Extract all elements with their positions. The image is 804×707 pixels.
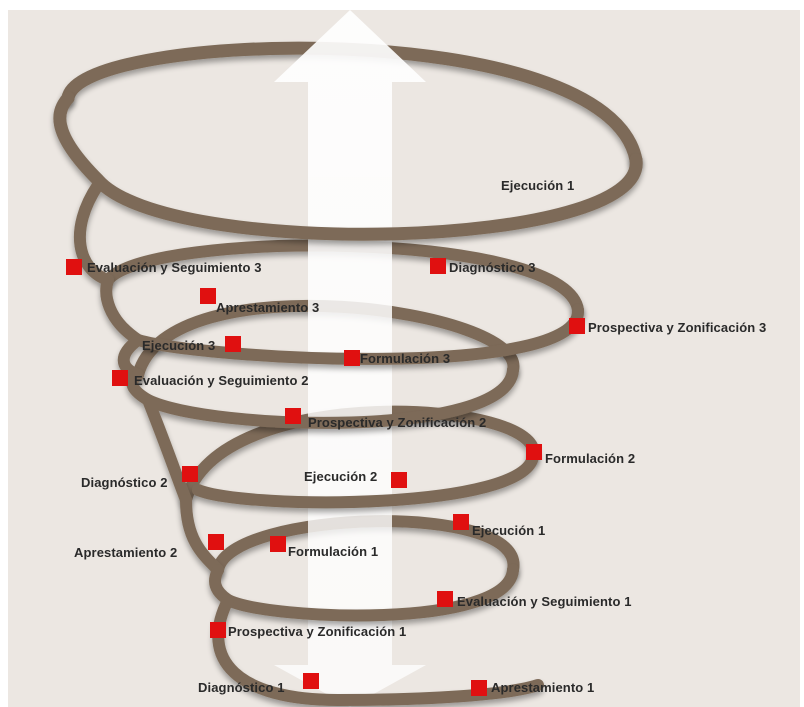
marker-prospectiva-3 (569, 318, 585, 334)
marker-diagnostico-3 (430, 258, 446, 274)
marker-diagnostico-1 (303, 673, 319, 689)
marker-evaluacion-1 (437, 591, 453, 607)
diagram-canvas: Ejecución 1 Evaluación y Seguimiento 3 D… (8, 10, 800, 707)
markers (66, 258, 585, 696)
label-ejecucion-1: Ejecución 1 (472, 523, 546, 538)
marker-diagnostico-2 (182, 466, 198, 482)
marker-apresta-1 (471, 680, 487, 696)
marker-ejecucion-3 (225, 336, 241, 352)
label-evaluacion-1: Evaluación y Seguimiento 1 (457, 594, 632, 609)
marker-ejecucion-1 (453, 514, 469, 530)
label-diagnostico-3: Diagnóstico 3 (449, 260, 536, 275)
label-evaluacion-3: Evaluación y Seguimiento 3 (87, 260, 262, 275)
label-formulacion-2: Formulación 2 (545, 451, 636, 466)
marker-evaluacion-2 (112, 370, 128, 386)
marker-prospectiva-2 (285, 408, 301, 424)
marker-formulacion-2 (526, 444, 542, 460)
spiral-diagram (53, 10, 643, 707)
marker-evaluacion-3 (66, 259, 82, 275)
marker-formulacion-1 (270, 536, 286, 552)
label-apresta-3: Aprestamiento 3 (216, 300, 320, 315)
label-ejecucion-3: Ejecución 3 (142, 338, 216, 353)
label-prospectiva-2: Prospectiva y Zonificación 2 (308, 415, 487, 430)
label-ejecucion-2: Ejecución 2 (304, 469, 378, 484)
label-formulacion-1: Formulación 1 (288, 544, 379, 559)
label-evaluacion-2: Evaluación y Seguimiento 2 (134, 373, 309, 388)
label-apresta-1: Aprestamiento 1 (491, 680, 595, 695)
marker-ejecucion-2 (391, 472, 407, 488)
spiral-front (53, 91, 643, 707)
label-prospectiva-3: Prospectiva y Zonificación 3 (588, 320, 767, 335)
label-diagnostico-2: Diagnóstico 2 (81, 475, 168, 490)
marker-apresta-2 (208, 534, 224, 550)
label-diagnostico-1: Diagnóstico 1 (198, 680, 285, 695)
marker-prospectiva-1 (210, 622, 226, 638)
marker-formulacion-3 (344, 350, 360, 366)
label-formulacion-3: Formulación 3 (360, 351, 451, 366)
label-apresta-2: Aprestamiento 2 (74, 545, 178, 560)
marker-apresta-3 (200, 288, 216, 304)
label-ejecucion-1b: Ejecución 1 (501, 178, 575, 193)
label-prospectiva-1: Prospectiva y Zonificación 1 (228, 624, 407, 639)
